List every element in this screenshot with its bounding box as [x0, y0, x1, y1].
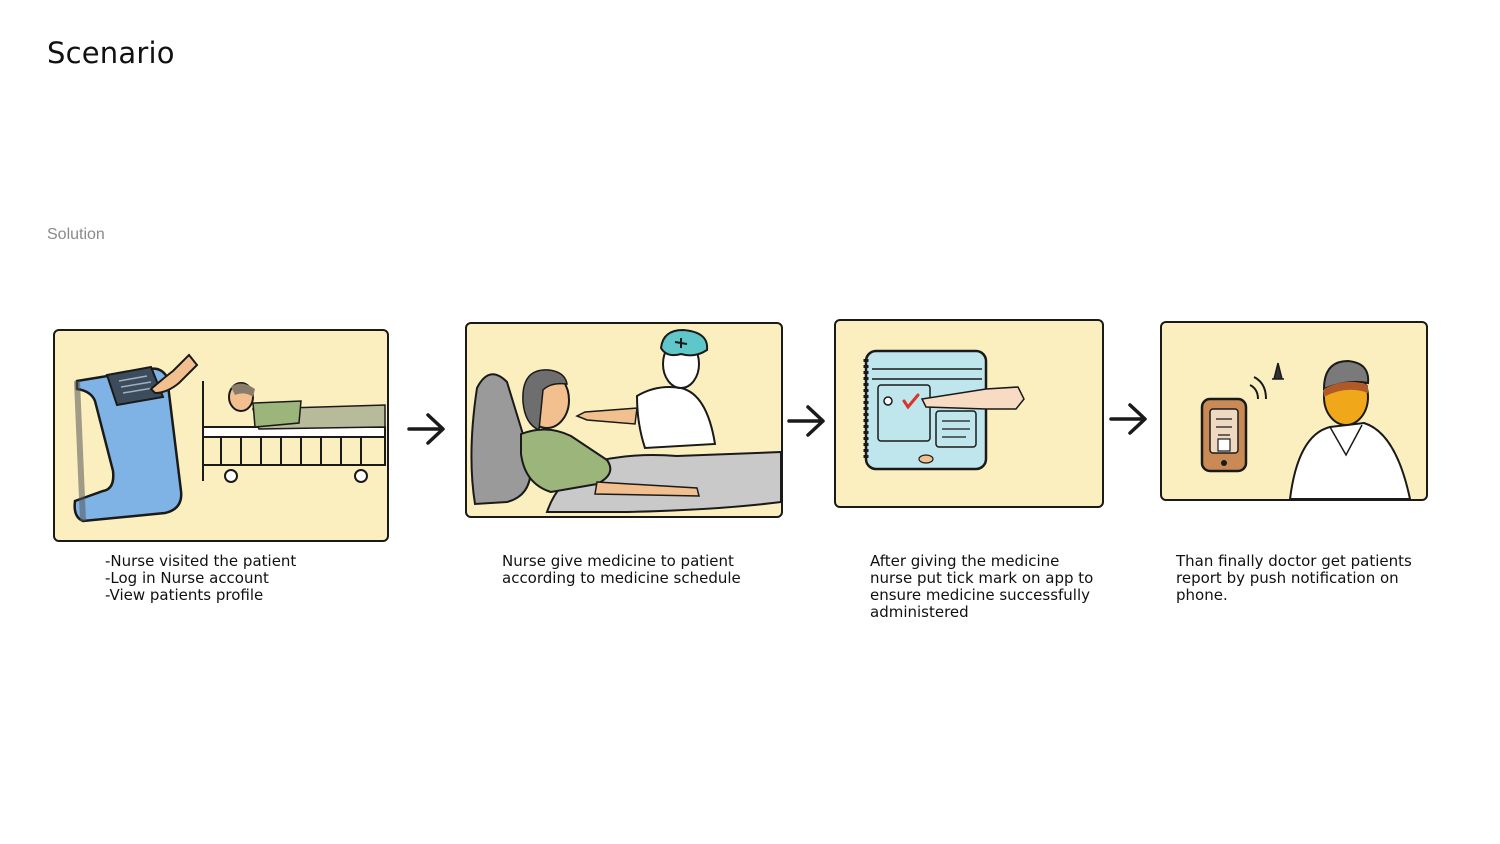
storyboard-panel-4	[1160, 321, 1428, 501]
tablet-tick-illustration	[863, 349, 1025, 471]
caption-line: -Nurse visited the patient	[105, 552, 297, 570]
storyboard-panel-2	[465, 322, 783, 518]
arrow-right-icon	[1109, 403, 1147, 435]
caption-line: nurse put tick mark on app to	[870, 569, 1094, 587]
tablet-icon	[863, 349, 988, 471]
caption-line: administered	[870, 603, 969, 621]
step-2-caption: Nurse give medicine to patient according…	[502, 553, 741, 587]
caption-line: phone.	[1176, 586, 1228, 604]
caption-line: -Log in Nurse account	[105, 569, 269, 587]
doctor-notification-illustration	[1200, 359, 1412, 499]
caption-line: Than finally doctor get patients	[1176, 552, 1412, 570]
nurse-giving-medicine-illustration	[470, 328, 781, 513]
caption-line: ensure medicine successfully	[870, 586, 1091, 604]
caption-line: according to medicine schedule	[502, 569, 741, 587]
caption-line: After giving the medicine	[870, 552, 1060, 570]
section-label: Solution	[47, 226, 105, 243]
arrow-right-icon	[787, 405, 825, 437]
smartphone-icon	[1200, 376, 1267, 473]
caption-line: -View patients profile	[105, 586, 264, 604]
step-4-caption: Than finally doctor get patients report …	[1176, 553, 1412, 604]
kiosk-icon	[73, 365, 183, 523]
caption-line: report by push notification on	[1176, 569, 1399, 587]
caption-line: Nurse give medicine to patient	[502, 552, 734, 570]
step-3-caption: After giving the medicine nurse put tick…	[870, 553, 1093, 621]
storyboard-panel-3	[834, 319, 1104, 508]
storyboard-panel-1	[53, 329, 389, 542]
step-1-caption: -Nurse visited the patient -Log in Nurse…	[105, 553, 296, 604]
kiosk-and-patient-illustration	[73, 353, 386, 523]
arrow-right-icon	[407, 413, 445, 445]
notification-bell-icon	[1272, 362, 1284, 380]
page-title: Scenario	[47, 36, 175, 70]
